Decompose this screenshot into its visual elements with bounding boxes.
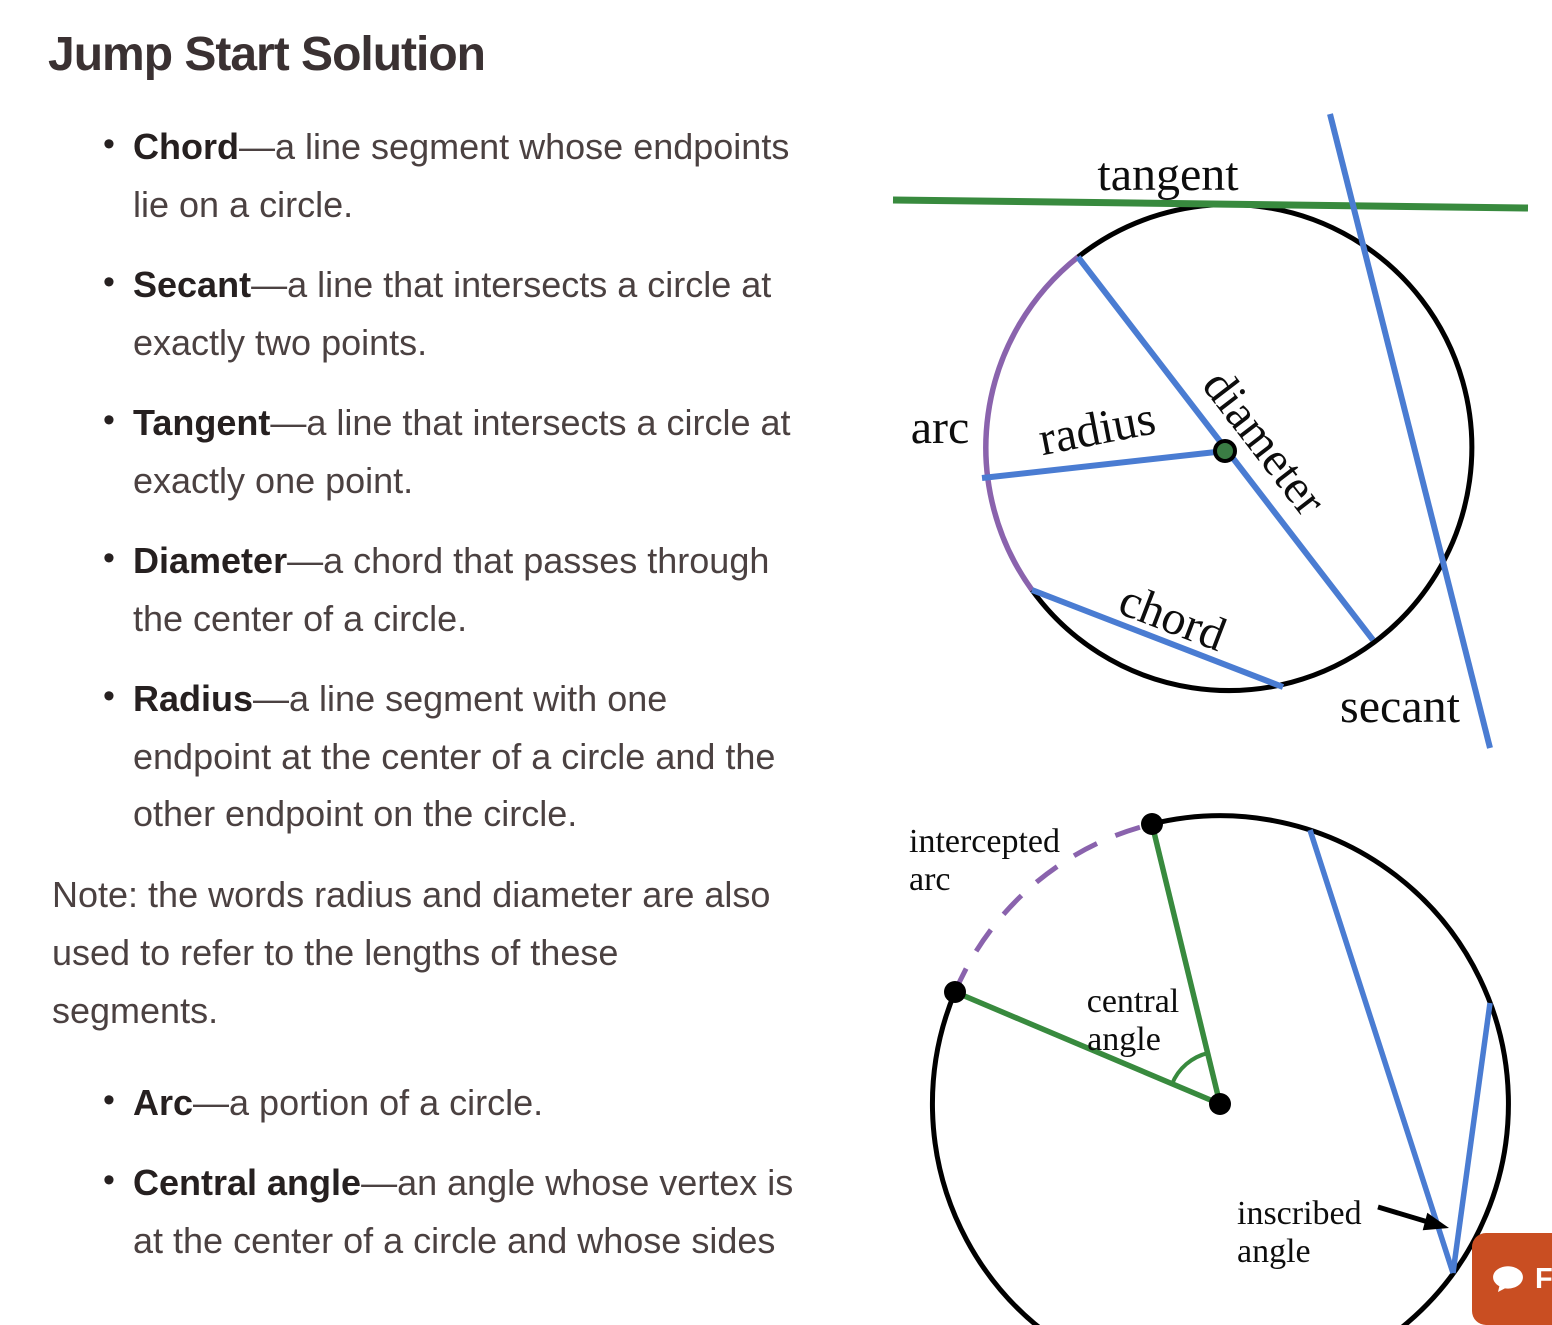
arc-endpoint-top: [1141, 813, 1163, 835]
central-angle-side-2: [953, 989, 1222, 1107]
circle-outline-2: [929, 813, 1511, 1325]
inscribed-angle-arrow-shaft: [1377, 1204, 1429, 1225]
arc-endpoint-left: [944, 981, 966, 1003]
intercepted-arc-dashed: [952, 821, 1153, 993]
inscribed-angle-side-2: [1450, 1002, 1493, 1274]
term-central-angle: Central angle: [133, 1162, 362, 1203]
secant-line: [1327, 113, 1493, 749]
chord-line: [1030, 587, 1285, 690]
chord-label: chord: [1112, 573, 1233, 662]
radius-label: radius: [1034, 392, 1159, 466]
tangent-label: tangent: [1097, 148, 1239, 201]
definition-chord: Chord—a line segment whose endpoints lie…: [103, 116, 848, 233]
tangent-line: [892, 196, 1529, 212]
radius-line: [981, 448, 1226, 481]
term-secant: Secant: [133, 264, 252, 305]
arc-label: arc: [911, 401, 970, 454]
inscribed-angle-side-1: [1307, 829, 1456, 1274]
center-point: [1213, 439, 1237, 463]
term-tangent: Tangent: [133, 402, 271, 443]
definition-secant: Secant—a line that intersects a circle a…: [103, 254, 848, 371]
term-radius: Radius: [133, 678, 254, 719]
definition-diameter: Diameter—a chord that passes through the…: [103, 530, 848, 647]
angles-diagram: intercepted arc central angle inscribed …: [909, 813, 1511, 1325]
definitions-list: Chord—a line segment whose endpoints lie…: [48, 116, 848, 843]
central-angle-side-1: [1149, 823, 1223, 1105]
page-title: Jump Start Solution: [48, 28, 486, 81]
feedback-button-label: F: [1535, 1262, 1552, 1295]
term-arc: Arc: [133, 1081, 194, 1123]
inscribed-angle-arrow-head: [1422, 1212, 1449, 1231]
central-angle-arc-mark: [1170, 1051, 1209, 1085]
definition-radius: Radius—a line segment with one endpoint …: [103, 668, 848, 843]
intercepted-arc-label-line2: arc: [909, 861, 951, 898]
inscribed-angle-label-line2: angle: [1237, 1233, 1311, 1270]
central-angle-label-line2: angle: [1087, 1021, 1161, 1058]
definition-arc: Arc—a portion of a circle.: [103, 1072, 848, 1132]
arc-segment: [983, 254, 1080, 592]
secant-label: secant: [1340, 680, 1461, 733]
definitions-list-2: Arc—a portion of a circle. Central angle…: [48, 1072, 848, 1270]
term-chord: Chord: [133, 126, 239, 167]
note-paragraph: Note: the words radius and diameter are …: [52, 873, 771, 1031]
center-point-2: [1209, 1093, 1231, 1115]
speech-bubble-icon: [1492, 1265, 1524, 1293]
definition-tangent: Tangent—a line that intersects a circle …: [103, 392, 848, 509]
definition-central-angle: Central angle—an angle whose vertex is a…: [103, 1152, 848, 1269]
circle-parts-diagram: tangent arc radius diameter chord secant: [892, 113, 1529, 749]
intercepted-arc-label-line1: intercepted: [909, 823, 1060, 860]
term-diameter: Diameter: [133, 540, 288, 581]
lesson-text-column: Jump Start Solution Chord—a line segment…: [48, 28, 848, 1292]
feedback-button[interactable]: F: [1472, 1233, 1552, 1325]
central-angle-label-line1: central: [1087, 983, 1180, 1020]
inscribed-angle-label-line1: inscribed: [1237, 1195, 1362, 1232]
